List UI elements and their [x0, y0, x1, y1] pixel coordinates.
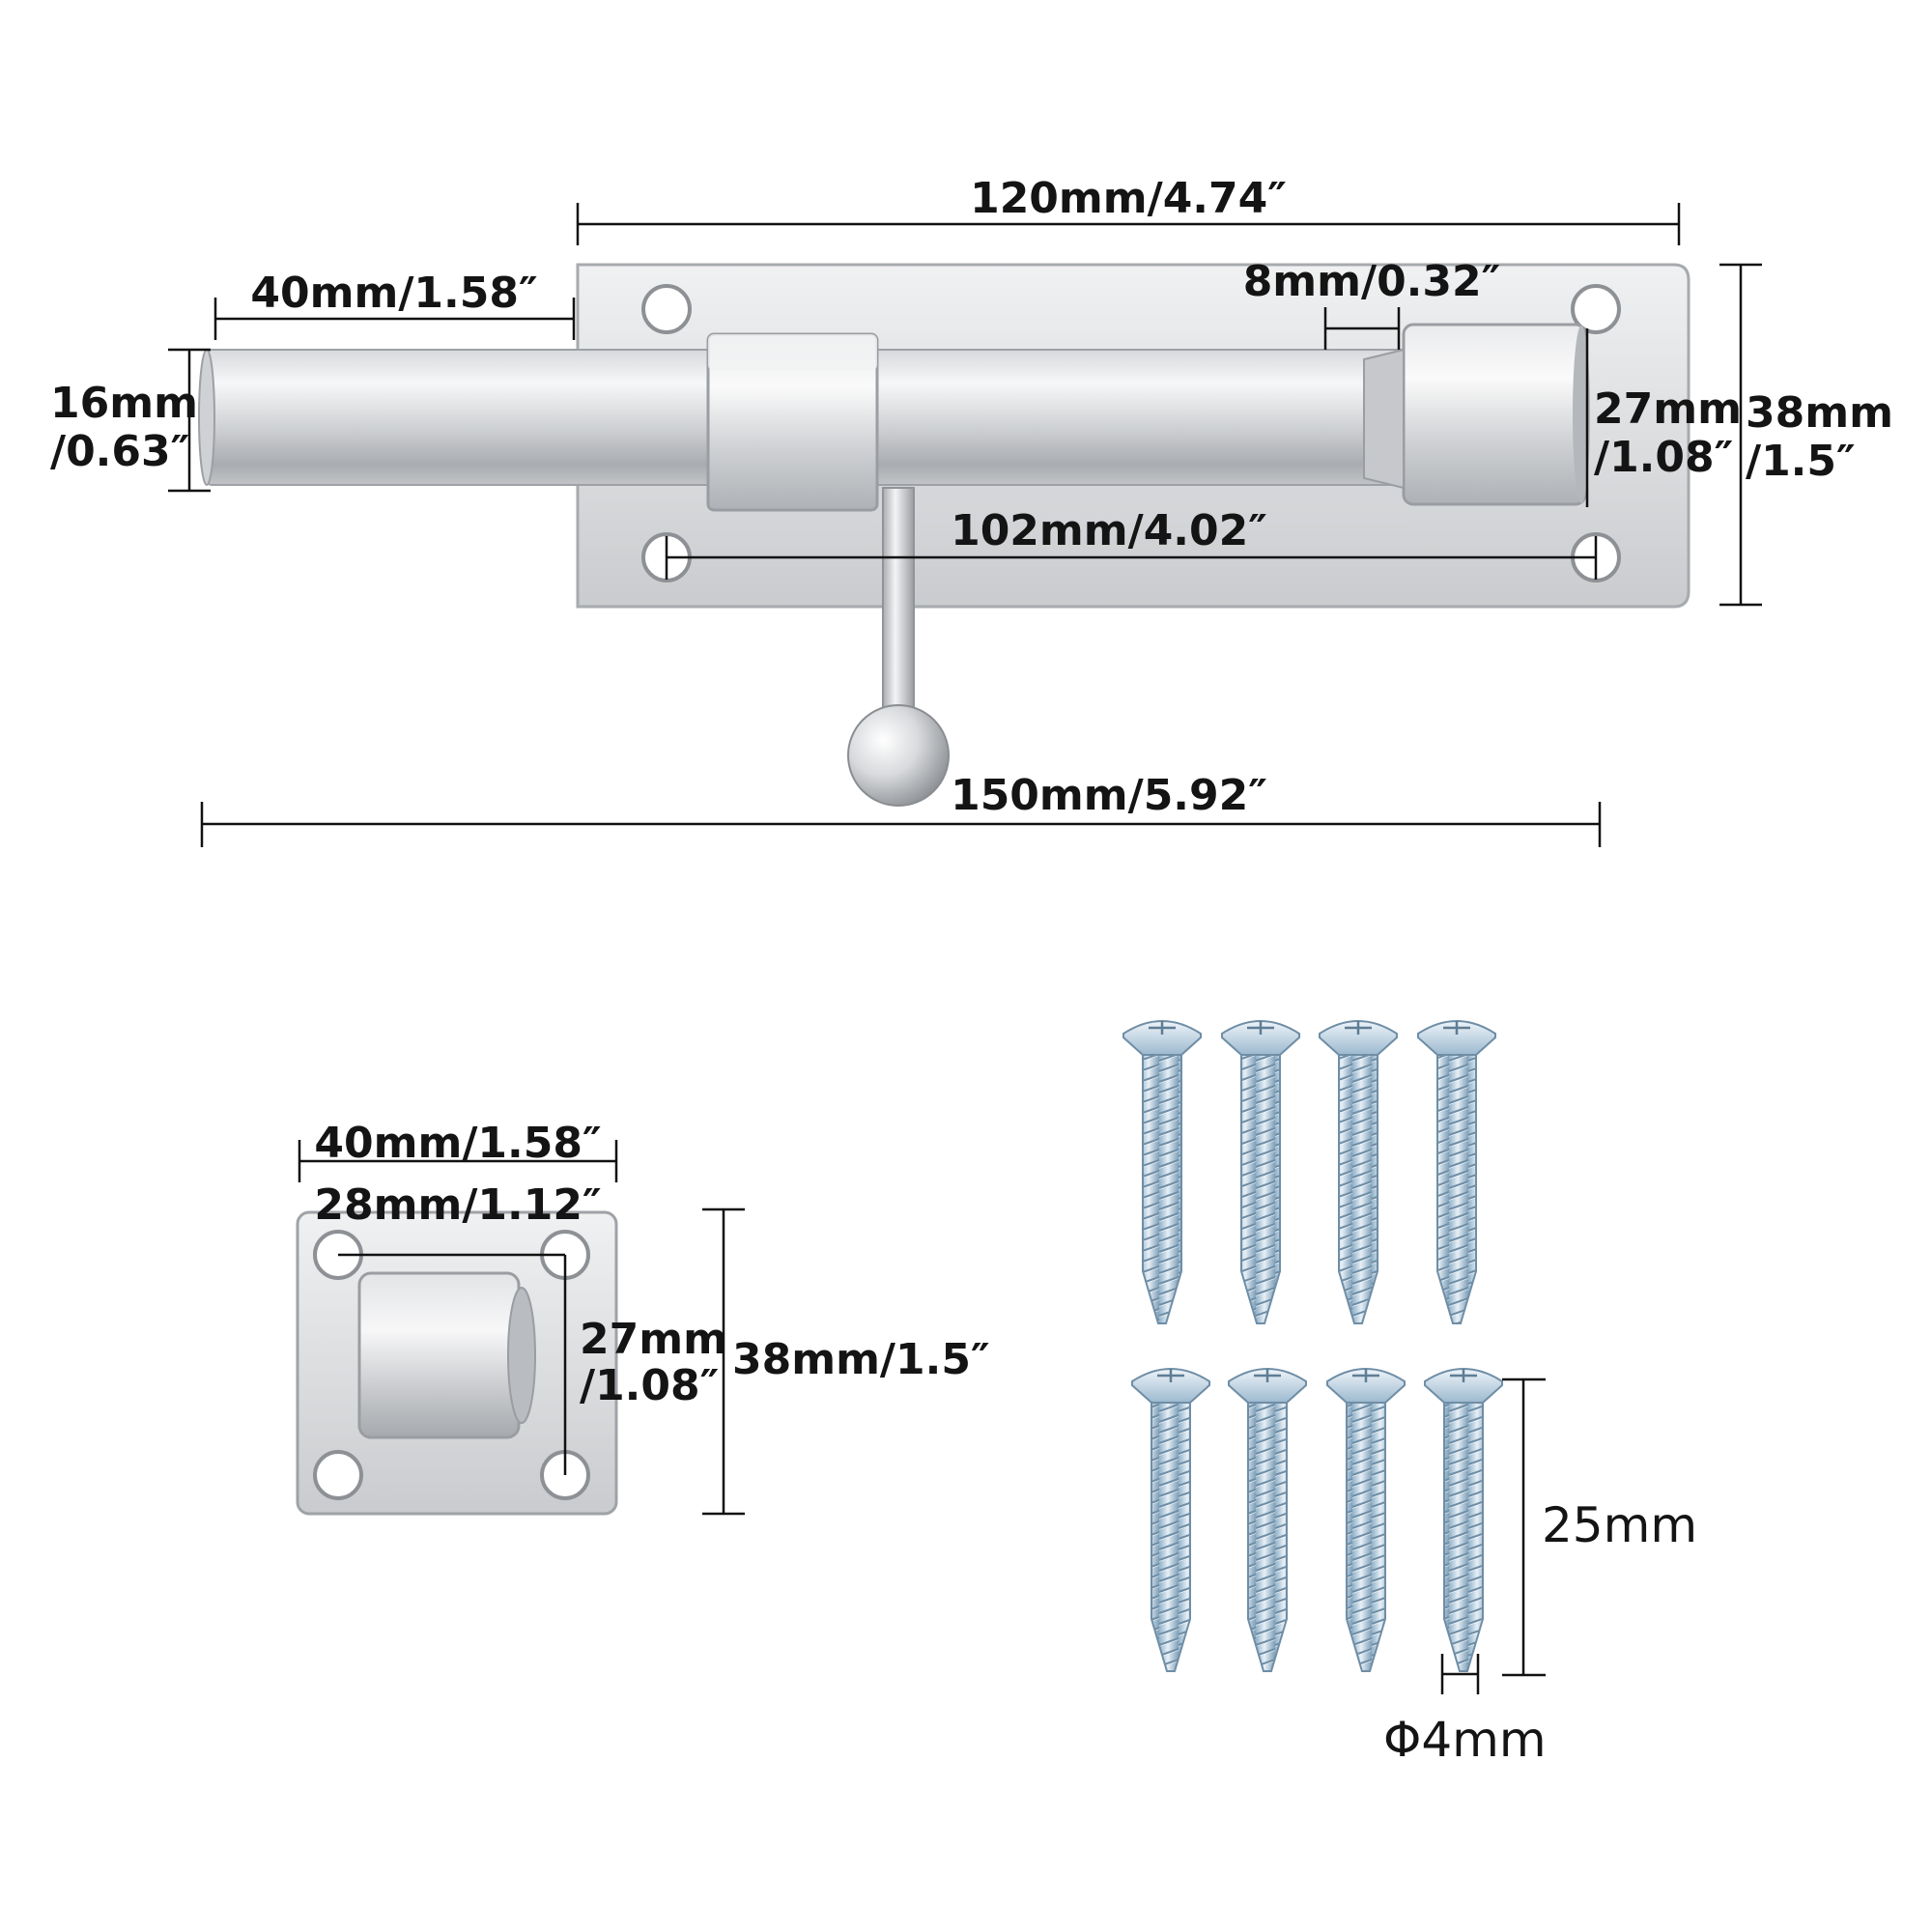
screw — [1424, 1368, 1503, 1672]
screw-length-label: 25mm — [1542, 1497, 1697, 1553]
plate-hole-top-left — [641, 284, 692, 334]
bolt-extension-label: 40mm/1.58″ — [250, 269, 537, 318]
bolt-guide-right — [1402, 323, 1587, 506]
screw — [1228, 1368, 1307, 1672]
keeper-height-label: 38mm/1.5″ — [732, 1335, 990, 1384]
keeper-hole-vertical-in-label: /1.08″ — [580, 1361, 719, 1410]
plate-hole-top-right — [1571, 284, 1621, 334]
screw — [1122, 1020, 1202, 1324]
keeper-hole-vertical-mm-label: 27mm — [580, 1315, 727, 1364]
keeper-width-label: 40mm/1.58″ — [314, 1119, 601, 1168]
screw — [1221, 1020, 1300, 1324]
bolt-handle-knob — [847, 704, 950, 807]
keeper-cup — [357, 1271, 521, 1439]
keeper — [296, 1210, 618, 1516]
keeper-hole-spacing-label: 28mm/1.12″ — [314, 1180, 601, 1230]
screw — [1326, 1368, 1406, 1672]
hole-spacing-label: 102mm/4.02″ — [951, 506, 1267, 555]
screw — [1417, 1020, 1496, 1324]
overall-length-label: 150mm/5.92″ — [951, 771, 1267, 820]
bolt-diameter-mm-label: 16mm — [50, 379, 198, 428]
keeper-dimensions: 40mm/1.58″ 28mm/1.12″ 27mm /1.08″ 38mm/1… — [298, 1119, 990, 1516]
guide-height-in-label: /1.08″ — [1594, 433, 1733, 482]
gap-width-label: 8mm/0.32″ — [1243, 257, 1501, 306]
screw — [1131, 1368, 1210, 1672]
main-bolt-dimensions: 120mm/4.74″ 40mm/1.58″ 16mm /0.63″ 8mm/0… — [50, 174, 1893, 847]
bolt-diameter-in-label: /0.63″ — [50, 427, 189, 476]
plate-height-mm-label: 38mm — [1746, 388, 1893, 438]
plate-height-in-label: /1.5″ — [1746, 437, 1856, 486]
main-bolt — [198, 263, 1691, 807]
keeper-hole-bottom-left — [313, 1450, 363, 1500]
guide-height-mm-label: 27mm — [1594, 384, 1742, 434]
screw — [1319, 1020, 1398, 1324]
screw-diameter-label: Φ4mm — [1383, 1712, 1547, 1768]
plate-length-label: 120mm/4.74″ — [970, 174, 1287, 223]
screw-dimensions: 25mm Φ4mm — [1383, 1378, 1697, 1768]
screws — [1122, 1020, 1503, 1672]
